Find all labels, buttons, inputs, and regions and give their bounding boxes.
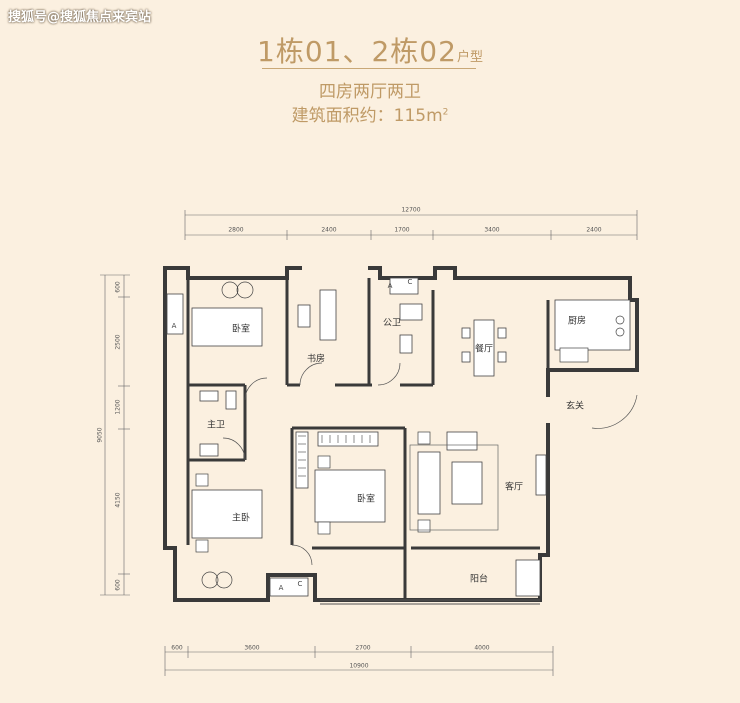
- watermark: 搜狐号@搜狐焦点来宾站: [8, 10, 152, 25]
- area-label: 建筑面积约：115m: [291, 106, 443, 126]
- room-master-bedroom: 主卧: [231, 513, 251, 524]
- title-suffix: 户型: [456, 50, 483, 65]
- dim-bottom-total: 10900: [349, 662, 369, 670]
- dim-bottom-3: 2700: [355, 644, 371, 652]
- dim-left-1: 600: [114, 281, 122, 293]
- dim-bottom-4: 4000: [474, 644, 490, 652]
- beds: [191, 307, 386, 539]
- dim-left-4: 4150: [114, 492, 122, 508]
- dim-top-5: 2400: [586, 226, 602, 234]
- dim-left-2: 2500: [114, 334, 122, 350]
- title-divider: [262, 68, 476, 69]
- door-swings: [222, 362, 638, 566]
- mark-c-2: C: [297, 580, 303, 588]
- mark-a-2: A: [387, 282, 393, 290]
- dim-left-3: 1200: [114, 399, 122, 415]
- layout-text: 四房两厅两卫: [319, 82, 421, 102]
- dim-top-total: 12700: [401, 206, 421, 214]
- room-dining: 餐厅: [474, 344, 494, 355]
- room-bedroom-2: 卧室: [356, 494, 376, 505]
- plan-title: 1栋01、2栋02户型: [0, 30, 740, 70]
- chairs: [461, 327, 507, 363]
- dim-top-3: 1700: [394, 226, 410, 234]
- room-entrance: 玄关: [565, 401, 585, 412]
- interior-walls: [186, 278, 550, 600]
- dim-left-5: 600: [114, 579, 122, 591]
- room-balcony: 阳台: [469, 574, 489, 585]
- mark-a-1: A: [171, 322, 177, 330]
- room-bedroom-1: 卧室: [231, 324, 251, 335]
- area-text: 建筑面积约：115m2: [0, 101, 740, 126]
- dimension-lines: [100, 210, 638, 676]
- room-living: 客厅: [504, 482, 524, 493]
- area-sup: 2: [442, 107, 449, 118]
- room-master-bath: 主卫: [206, 420, 226, 431]
- kitchen-fixtures: [559, 315, 625, 363]
- living-rug: [409, 444, 499, 531]
- dim-top-4: 3400: [484, 226, 500, 234]
- furniture: [166, 277, 631, 597]
- title-main: 1栋01、2栋02: [257, 35, 457, 68]
- nightstands: [195, 431, 431, 553]
- room-study: 书房: [306, 354, 326, 365]
- dim-bottom-1: 600: [171, 644, 183, 652]
- dim-left-total: 9050: [96, 427, 104, 443]
- room-public-bath: 公卫: [382, 318, 402, 329]
- mark-c-1: C: [407, 278, 413, 286]
- wardrobe-hatch: [298, 435, 371, 477]
- dim-bottom-2: 3600: [244, 644, 260, 652]
- dim-top-1: 2800: [228, 226, 244, 234]
- mark-a-3: A: [278, 584, 284, 592]
- dim-top-2: 2400: [321, 226, 337, 234]
- balcony-rail: [320, 599, 540, 605]
- room-kitchen: 厨房: [567, 316, 587, 327]
- plant-symbols: [201, 281, 254, 589]
